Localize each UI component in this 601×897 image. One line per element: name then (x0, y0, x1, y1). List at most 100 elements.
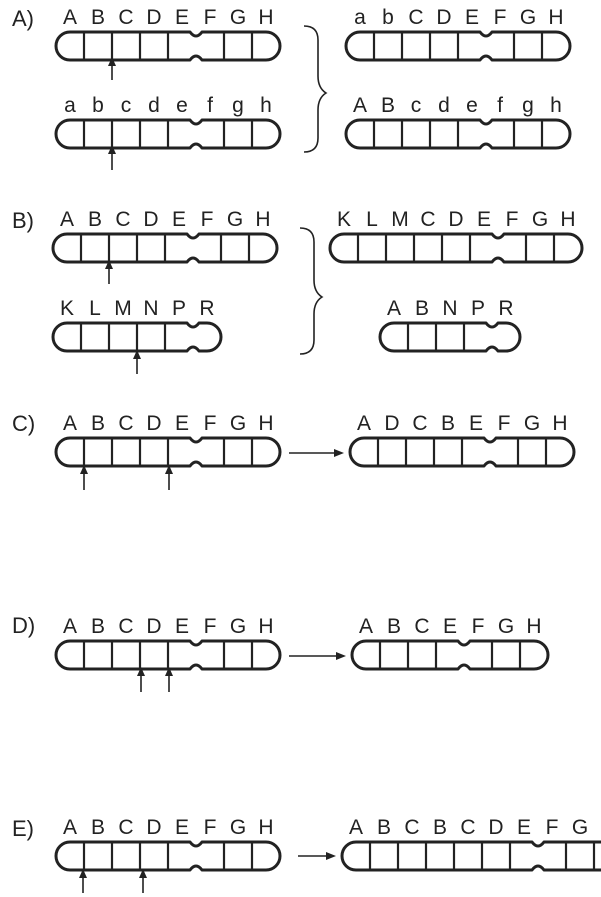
gene-label: B (88, 208, 102, 231)
panel-label-b: B) (12, 208, 34, 233)
gene-label: e (176, 94, 188, 117)
gene-label: B (91, 615, 105, 638)
gene-label: E (443, 615, 457, 638)
gene-label: E (175, 615, 189, 638)
gene-label: c (121, 94, 132, 117)
gene-label: H (560, 208, 575, 231)
gene-label: f (207, 94, 213, 117)
gene-label: G (532, 208, 548, 231)
gene-label: G (227, 208, 243, 231)
chromosome-outline (54, 840, 282, 872)
gene-label: C (115, 208, 130, 231)
gene-label: c (411, 94, 422, 117)
panel-label-d: D) (12, 613, 35, 638)
brace-a (303, 25, 328, 153)
gene-label: A (63, 412, 77, 435)
gene-label: D (146, 615, 161, 638)
gene-label: b (382, 6, 394, 29)
gene-label: C (118, 6, 133, 29)
chromosome-outline (54, 639, 282, 671)
gene-label: E (465, 6, 479, 29)
gene-label: C (118, 816, 133, 839)
gene-label: R (498, 297, 513, 320)
gene-label: D (448, 208, 463, 231)
gene-label: d (148, 94, 160, 117)
gene-label: G (230, 816, 246, 839)
gene-label: E (175, 6, 189, 29)
gene-label: D (143, 208, 158, 231)
gene-label: R (199, 297, 214, 320)
gene-label: D (384, 412, 399, 435)
chromosome-outline (344, 118, 572, 150)
gene-label: H (258, 816, 273, 839)
break-arrow-e-2 (139, 869, 147, 893)
gene-label: A (357, 412, 371, 435)
gene-label: A (353, 94, 367, 117)
break-arrow-b-2 (133, 350, 141, 374)
gene-label: B (381, 94, 395, 117)
gene-label: f (497, 94, 503, 117)
gene-label: C (118, 615, 133, 638)
gene-label: F (506, 208, 519, 231)
gene-label: B (387, 615, 401, 638)
gene-label: h (550, 94, 562, 117)
gene-label: a (64, 94, 76, 117)
gene-label: F (498, 412, 511, 435)
gene-label: H (552, 412, 567, 435)
arrow-c (289, 449, 344, 457)
gene-label: N (442, 297, 457, 320)
gene-label: B (415, 297, 429, 320)
gene-label: b (92, 94, 104, 117)
gene-label: B (91, 6, 105, 29)
chromosome-outline (54, 30, 282, 62)
gene-label: F (494, 6, 507, 29)
gene-label: G (524, 412, 540, 435)
chromosome-outline (54, 118, 282, 150)
gene-label: E (469, 412, 483, 435)
gene-label: A (63, 816, 77, 839)
gene-label: d (438, 94, 450, 117)
gene-label: E (517, 816, 531, 839)
gene-label: K (337, 208, 351, 231)
gene-label: H (548, 6, 563, 29)
chromosome-outline (54, 436, 282, 468)
gene-label: A (60, 208, 74, 231)
break-arrow-b-1 (105, 260, 113, 284)
panel-label-a: A) (12, 6, 34, 31)
gene-label: F (204, 816, 217, 839)
break-arrow-a-1 (108, 57, 116, 80)
gene-label: A (63, 615, 77, 638)
gene-label: G (230, 615, 246, 638)
chromosome-e-right: ABCBCDEFGH (340, 816, 601, 872)
chromosome-outline (51, 232, 279, 264)
gene-label: H (258, 6, 273, 29)
chromosome-outline (350, 639, 550, 671)
panel-label-e: E) (12, 816, 34, 841)
gene-label: C (460, 816, 475, 839)
gene-label: g (232, 94, 244, 117)
gene-label: G (520, 6, 536, 29)
chromosome-outline (344, 30, 572, 62)
gene-label: M (391, 208, 409, 231)
gene-label: N (143, 297, 158, 320)
break-arrow-d-1 (137, 667, 145, 692)
brace-b (299, 227, 324, 355)
gene-label: K (60, 297, 74, 320)
gene-label: G (572, 816, 588, 839)
gene-label: F (201, 208, 214, 231)
gene-label: F (204, 6, 217, 29)
gene-label: H (258, 412, 273, 435)
gene-label: P (471, 297, 485, 320)
gene-label: B (91, 816, 105, 839)
gene-label: L (366, 208, 378, 231)
gene-label: g (522, 94, 534, 117)
gene-label: D (146, 816, 161, 839)
gene-label: E (477, 208, 491, 231)
